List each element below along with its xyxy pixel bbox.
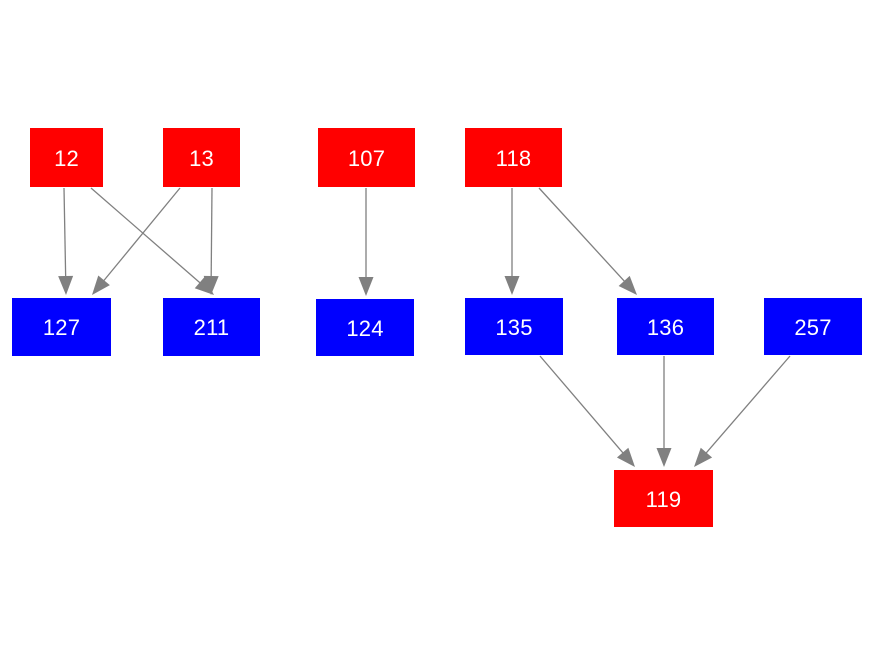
- node-label: 13: [189, 145, 214, 171]
- edge-line: [538, 187, 627, 284]
- node-label: 257: [794, 314, 832, 340]
- node-118[interactable]: 118: [465, 128, 562, 187]
- node-label: 136: [646, 314, 685, 340]
- node-label: 127: [42, 315, 81, 340]
- edge-135-to-119: [539, 355, 635, 467]
- edge-line: [101, 187, 181, 284]
- edge-118-to-135: [504, 188, 520, 295]
- node-136[interactable]: 136: [617, 298, 714, 355]
- arrowhead-icon: [656, 448, 672, 467]
- node-135[interactable]: 135: [465, 298, 563, 355]
- node-label: 135: [495, 314, 533, 340]
- node-label: 124: [346, 315, 384, 341]
- node-label: 12: [54, 145, 79, 171]
- arrowhead-icon: [203, 275, 219, 295]
- arrowhead-icon: [194, 276, 214, 295]
- edge-line: [90, 187, 203, 285]
- edge-line: [210, 187, 213, 280]
- arrowhead-icon: [694, 447, 713, 467]
- edge-136-to-119: [656, 356, 672, 467]
- arrowhead-icon: [616, 447, 635, 467]
- node-12[interactable]: 12: [30, 128, 103, 187]
- node-107[interactable]: 107: [318, 128, 415, 187]
- arrowhead-icon: [618, 275, 637, 295]
- node-124[interactable]: 124: [316, 299, 414, 356]
- node-257[interactable]: 257: [764, 298, 862, 355]
- arrowhead-icon: [92, 275, 110, 295]
- arrowhead-icon: [58, 275, 74, 295]
- node-label: 107: [347, 145, 386, 171]
- edge-107-to-124: [358, 188, 374, 296]
- node-127[interactable]: 127: [12, 298, 111, 356]
- edge-13-to-211: [203, 187, 219, 295]
- arrowhead-icon: [358, 277, 374, 296]
- edge-13-to-127: [92, 187, 181, 295]
- edge-line: [539, 355, 626, 456]
- node-label: 211: [193, 315, 230, 340]
- node-label: 118: [495, 145, 532, 171]
- edge-line: [703, 355, 791, 456]
- edge-12-to-211: [90, 187, 214, 295]
- node-119[interactable]: 119: [614, 470, 713, 527]
- edge-12-to-127: [58, 187, 74, 295]
- edge-257-to-119: [694, 355, 791, 467]
- node-211[interactable]: 211: [163, 298, 260, 356]
- arrowhead-icon: [504, 276, 520, 295]
- edge-118-to-136: [538, 187, 637, 295]
- node-13[interactable]: 13: [163, 128, 240, 187]
- node-label: 119: [645, 486, 682, 512]
- edge-line: [63, 187, 67, 280]
